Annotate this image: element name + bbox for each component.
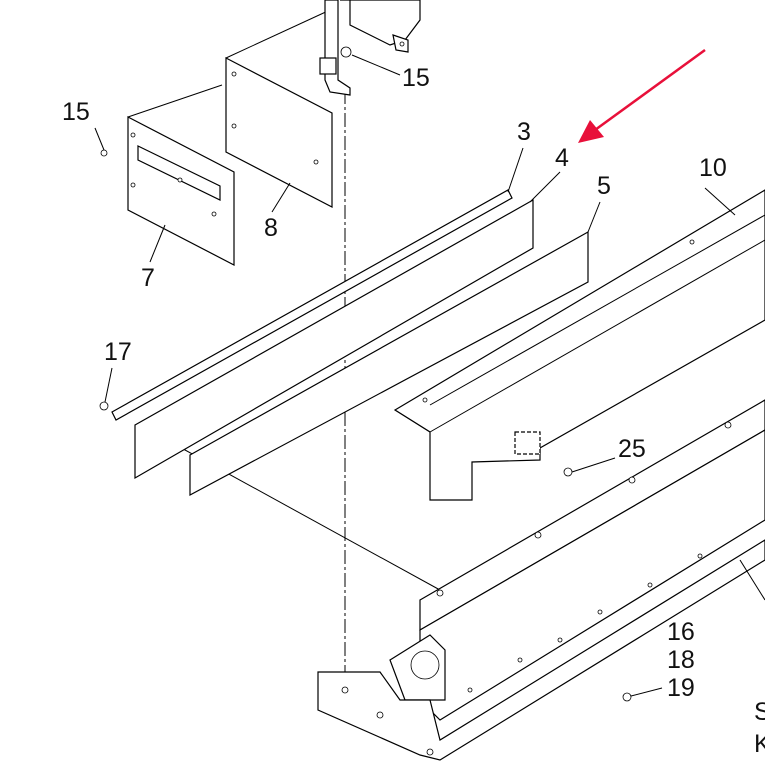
panel-5: [189, 230, 589, 497]
red-arrow-indicator: [578, 48, 706, 143]
strip-3: [111, 189, 513, 421]
callout-10: 10: [699, 154, 727, 182]
nut-19: [622, 692, 632, 702]
top-bracket: [319, 0, 421, 96]
assembly-line: [127, 84, 223, 118]
callout-7: 7: [141, 264, 155, 292]
callout-16: 16: [667, 618, 695, 646]
screw-25: [563, 467, 573, 477]
callout-15: 15: [402, 64, 430, 92]
panel-7: [127, 116, 235, 266]
assembly-line: [225, 9, 331, 59]
callout-s: S: [754, 698, 765, 726]
callout-18: 18: [667, 646, 695, 674]
callout-19: 19: [667, 674, 695, 702]
screw-17: [99, 401, 109, 411]
callout-k: K: [754, 730, 765, 758]
callout-15: 15: [62, 98, 90, 126]
leader-lines: [94, 54, 765, 697]
panel-8: [225, 57, 333, 208]
panel-4: [134, 198, 534, 480]
cover-10: [393, 189, 765, 501]
callout-17: 17: [104, 338, 132, 366]
callout-3: 3: [517, 118, 531, 146]
frame-rail: [317, 399, 765, 761]
callout-5: 5: [597, 172, 611, 200]
callout-25: 25: [618, 435, 646, 463]
callout-8: 8: [264, 214, 278, 242]
assembly-line: [144, 427, 441, 591]
callout-4: 4: [555, 144, 569, 172]
screw-15: [100, 149, 108, 157]
